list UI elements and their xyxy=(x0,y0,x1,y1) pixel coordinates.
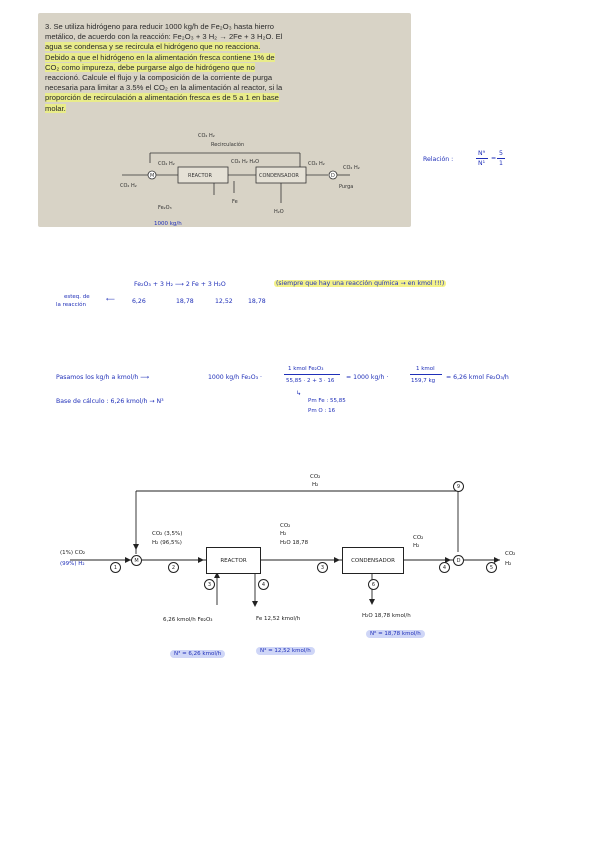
stoich-v4: 18,78 xyxy=(248,298,266,305)
relacion-bar-1 xyxy=(476,158,488,159)
problem-text: 3. Se utiliza hidrógeno para reducir 100… xyxy=(45,22,403,114)
printed-s3: CO₂ H₂ H₂O xyxy=(231,159,259,165)
stoich-side-2: la reacción xyxy=(56,302,86,308)
conv-frac2-den: 159,7 kg xyxy=(411,378,436,384)
n4-value: N⁴ = 12,52 kmol/h xyxy=(256,647,315,655)
recirc-h2: H₂ xyxy=(312,482,319,488)
printed-feed: CO₂ H₂ xyxy=(120,183,137,189)
problem-line-6: reaccionó. Calcule el flujo y la composi… xyxy=(45,73,273,83)
conv-frac1-bar xyxy=(284,374,340,375)
printed-s4: CO₂ H₂ xyxy=(308,161,325,167)
printed-h2o: H₂O xyxy=(274,209,284,215)
printed-s5: CO₂ H₂ xyxy=(343,165,360,171)
printed-diagram: CO₂ H₂ Recirculación REACTOR CONDENSADOR… xyxy=(120,133,360,227)
printed-fe2o3: Fe₂O₃ xyxy=(158,205,172,211)
printed-reactor: REACTOR xyxy=(188,173,212,179)
n6-value: N⁶ = 18,78 kmol/h xyxy=(366,630,425,638)
stream-5-label: 5 xyxy=(486,562,497,573)
mixer-node: M xyxy=(131,555,142,566)
conv-frac2-num: 1 kmol xyxy=(416,366,435,372)
stream-2-label: 2 xyxy=(168,562,179,573)
printed-recirc-top: CO₂ H₂ xyxy=(198,133,215,139)
conv-pm-fe: Pm Fe : 55,85 xyxy=(308,398,346,404)
problem-photo: 3. Se utiliza hidrógeno para reducir 100… xyxy=(38,13,411,227)
stoich-equation: Fe₂O₃ + 3 H₂ ⟶ 2 Fe + 3 H₂O xyxy=(134,281,226,288)
conv-text1: Pasamos los kg/h a kmol/h ⟶ xyxy=(56,374,150,381)
stream-h2o-label: 6 xyxy=(368,579,379,590)
relacion-rnum: 5 xyxy=(499,150,503,157)
handwritten-1000: 1000 kg/h xyxy=(154,221,182,227)
stream-in-label: 3 xyxy=(204,579,215,590)
conv-frac1-num: 1 kmol Fe₂O₃ xyxy=(288,366,324,372)
divider-node: D xyxy=(453,555,464,566)
stream-4-label: 4 xyxy=(439,562,450,573)
conv-text2: 1000 kg/h Fe₂O₃ · xyxy=(208,374,262,381)
condensador-box: CONDENSADOR xyxy=(342,547,404,574)
stoich-note: (siempre que hay una reacción química → … xyxy=(274,280,447,287)
s5-h2: H₂ xyxy=(505,561,512,567)
stoich-v3: 12,52 xyxy=(215,298,233,305)
s2-h2: H₂ (96,5%) xyxy=(152,540,182,546)
stoich-side-1: esteq. de xyxy=(64,294,90,300)
feed-co2: (1%) CO₂ xyxy=(60,550,86,556)
printed-purga: Purga xyxy=(339,184,353,190)
problem-line-3: agua se condensa y se recircula el hidró… xyxy=(45,42,261,52)
problem-number: 3. xyxy=(45,22,52,31)
relacion-den: N¹ xyxy=(478,160,486,167)
stream-1-label: 1 xyxy=(110,562,121,573)
stoich-v2: 18,78 xyxy=(176,298,194,305)
feed-h2: (99%) H₂ xyxy=(60,561,85,567)
s4-h2: H₂ xyxy=(413,543,420,549)
stream-9-label: 9 xyxy=(453,481,464,492)
conv-result: = 6,26 kmol Fe₂O₃/h xyxy=(446,374,509,381)
relacion-label: Relación : xyxy=(423,156,454,163)
n3-value: N³ = 6,26 kmol/h xyxy=(170,650,226,658)
printed-divider: D xyxy=(331,173,335,179)
relacion-bar-2 xyxy=(497,158,505,159)
conv-frac1-den: 55,85 · 2 + 3 · 16 xyxy=(286,378,335,384)
s3-h2o: H₂O 18,78 xyxy=(280,540,309,546)
problem-line-4: Debido a que el hidrógeno en la alimenta… xyxy=(45,52,275,62)
conv-base: Base de cálculo : 6,26 kmol/h → N³ xyxy=(56,398,164,405)
s5-co2: CO₂ xyxy=(505,551,516,557)
h2o-flow: H₂O 18,78 kmol/h xyxy=(362,613,411,619)
relacion-num: N⁹ xyxy=(478,150,486,157)
problem-line-2: metálico, de acuerdo con la reacción: Fe… xyxy=(45,32,283,42)
s2-co2: CO₂ (3,5%) xyxy=(152,531,183,537)
fe-flow: Fe 12,52 kmol/h xyxy=(256,616,301,622)
conv-arrow: ↳ xyxy=(296,390,302,397)
stream-3-label: 3 xyxy=(317,562,328,573)
stoich-v1: 6,26 xyxy=(132,298,146,305)
reactor-box: REACTOR xyxy=(206,547,261,574)
conv-text3: = 1000 kg/h · xyxy=(346,374,389,381)
stream-fe-label: 4 xyxy=(258,579,269,590)
problem-line-5: CO₂ como impureza, debe purgarse algo de… xyxy=(45,62,255,72)
problem-line-7: necesaria para limitar a 3.5% el CO₂ en … xyxy=(45,83,283,93)
printed-mixer: M xyxy=(150,173,154,179)
stoich-arrow: ⟵ xyxy=(106,296,115,303)
s4-co2: CO₂ xyxy=(413,535,424,541)
conv-frac2-bar xyxy=(410,374,442,375)
s3-h2: H₂ xyxy=(280,531,287,537)
relacion-rden: 1 xyxy=(499,160,503,167)
problem-line-9: molar. xyxy=(45,103,66,113)
fe2o3-flow: 6,26 kmol/h Fe₂O₃ xyxy=(163,617,213,623)
s3-co2: CO₂ xyxy=(280,523,291,529)
relacion-eq: = xyxy=(491,155,497,162)
printed-s2: CO₂ H₂ xyxy=(158,161,175,167)
conv-pm-o: Pm O : 16 xyxy=(308,408,336,414)
recirc-co2: CO₂ xyxy=(310,474,321,480)
printed-condensador: CONDENSADOR xyxy=(259,173,299,179)
printed-fe: Fe xyxy=(232,199,238,205)
problem-line-8: proporción de recirculación a alimentaci… xyxy=(45,93,279,103)
problem-line-1: Se utiliza hidrógeno para reducir 1000 k… xyxy=(53,22,274,31)
printed-recirc-label: Recirculación xyxy=(211,141,244,148)
